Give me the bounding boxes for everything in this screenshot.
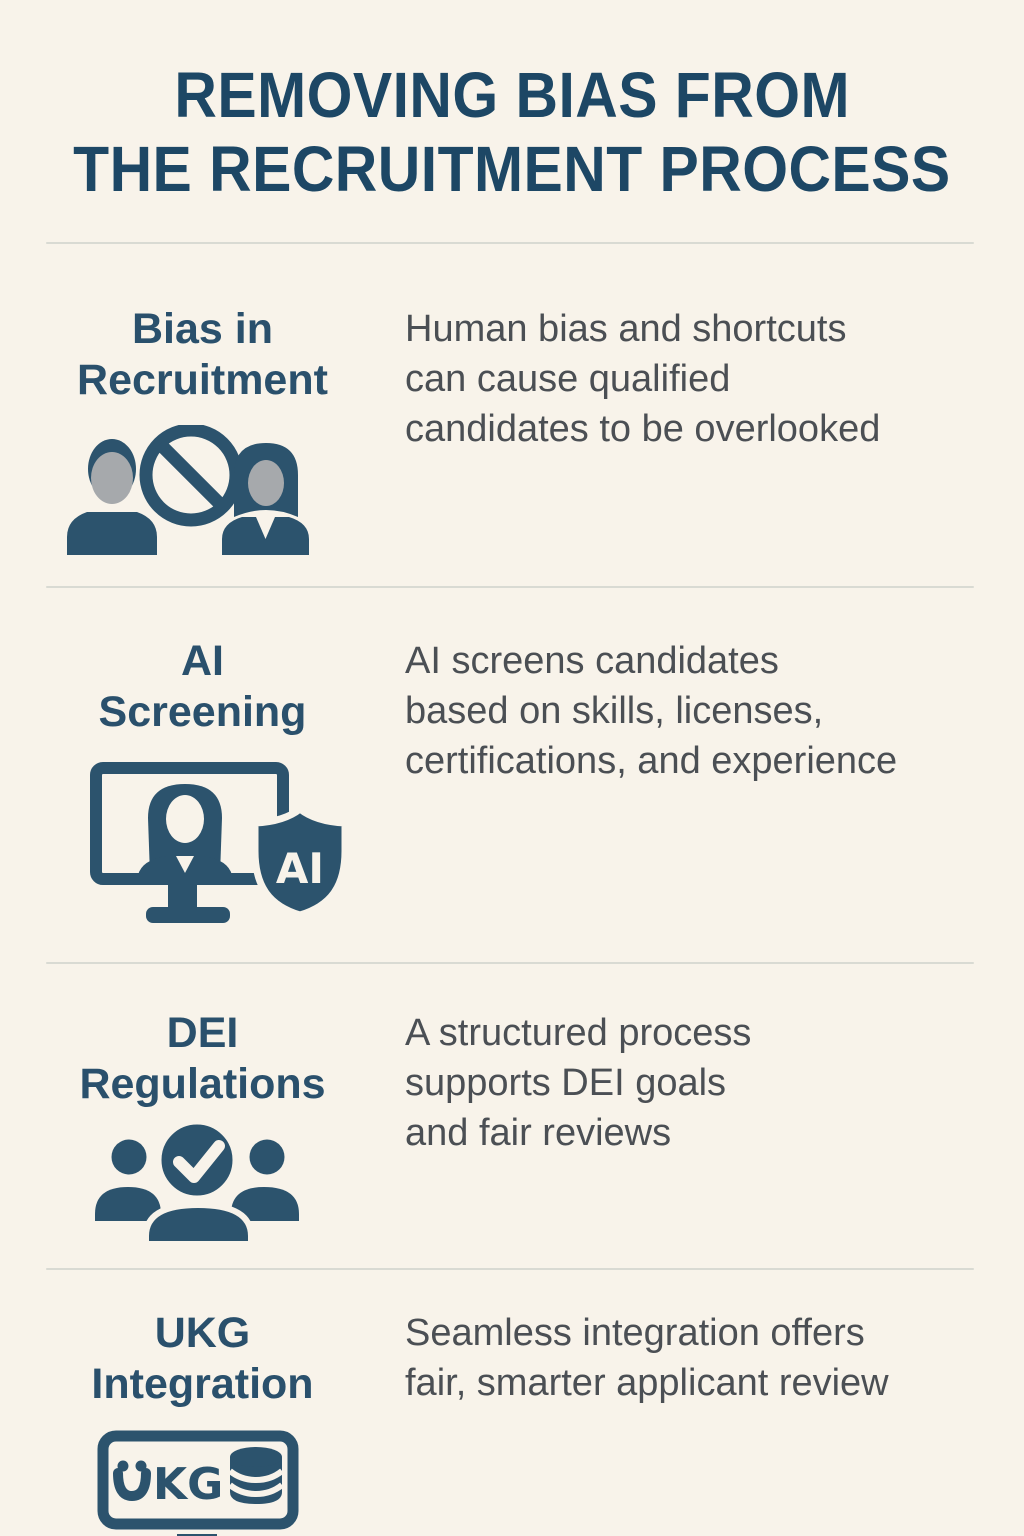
- heading-line: Regulations: [79, 1060, 326, 1108]
- group-checkmark-icon: [91, 1118, 315, 1247]
- section-heading: AI Screening: [99, 636, 307, 738]
- description-line: candidates to be overlooked: [405, 408, 881, 450]
- ukg-logotype: KG: [112, 1459, 223, 1510]
- heading-line: Integration: [91, 1360, 314, 1408]
- heading-line: Recruitment: [77, 356, 328, 404]
- heading-line: Bias in: [131, 305, 273, 353]
- description-line: can cause qualified: [405, 358, 731, 400]
- section-bias-in-recruitment: Bias in Recruitment: [0, 244, 1024, 586]
- section-left-column: AI Screening: [0, 636, 405, 962]
- section-heading: DEI Regulations: [79, 1008, 325, 1110]
- description-line: and fair reviews: [405, 1112, 672, 1154]
- heading-line: UKG: [154, 1309, 251, 1357]
- description-line: AI screens candidates: [405, 640, 779, 682]
- section-description: Human bias and shortcuts can cause quali…: [405, 304, 1024, 586]
- description-line: Human bias and shortcuts: [405, 308, 847, 350]
- section-left-column: Bias in Recruitment: [0, 304, 405, 586]
- page-title-line-2: THE RECRUITMENT PROCESS: [73, 133, 951, 205]
- divider-1: [46, 242, 974, 244]
- stand-icon: [176, 1534, 217, 1536]
- no-symbol-icon: [139, 423, 243, 527]
- section-description: AI screens candidates based on skills, l…: [405, 636, 1024, 962]
- ukg-card-outline: [97, 1430, 298, 1530]
- ai-shield-icon: AI: [251, 805, 349, 919]
- database-icon: [227, 1447, 284, 1504]
- checkmark-icon: [172, 1140, 225, 1183]
- ukg-logo-database-icon: KG: [93, 1430, 313, 1536]
- group-members: [94, 1139, 299, 1221]
- heading-line: DEI: [166, 1009, 239, 1057]
- section-description: Seamless integration offers fair, smarte…: [405, 1308, 1024, 1536]
- woman-silhouette: [222, 443, 309, 555]
- divider-3: [46, 962, 974, 964]
- section-ukg-integration: UKG Integration KG: [0, 1270, 1024, 1536]
- description-line: certifications, and experience: [405, 740, 898, 782]
- candidate-silhouette: [138, 784, 232, 875]
- section-left-column: UKG Integration KG: [0, 1308, 405, 1536]
- heading-line: AI: [181, 637, 224, 685]
- man-silhouette: [67, 439, 157, 555]
- description-line: Seamless integration offers: [405, 1312, 865, 1354]
- section-description: A structured process supports DEI goals …: [405, 1008, 1024, 1268]
- divider-2: [46, 586, 974, 588]
- description-line: supports DEI goals: [405, 1062, 727, 1104]
- page-title-line-1: REMOVING BIAS FROM: [174, 59, 850, 131]
- no-bias-people-icon: [60, 423, 345, 555]
- section-left-column: DEI Regulations: [0, 1008, 405, 1268]
- monitor-candidate-ai-shield-icon: AI: [88, 758, 352, 930]
- page-header: REMOVING BIAS FROM THE RECRUITMENT PROCE…: [0, 0, 1024, 242]
- divider-4: [46, 1268, 974, 1270]
- section-dei-regulations: DEI Regulations: [0, 964, 1024, 1268]
- section-heading: UKG Integration: [91, 1308, 313, 1410]
- description-line: based on skills, licenses,: [405, 690, 824, 732]
- section-ai-screening: AI Screening: [0, 588, 1024, 962]
- approved-member: [142, 1119, 254, 1247]
- description-line: fair, smarter applicant review: [405, 1362, 889, 1404]
- ai-shield-label: AI: [276, 844, 324, 893]
- section-heading: Bias in Recruitment: [77, 304, 328, 406]
- ukg-logotype-kg: KG: [153, 1459, 223, 1510]
- description-line: A structured process: [405, 1012, 752, 1054]
- heading-line: Screening: [98, 688, 307, 736]
